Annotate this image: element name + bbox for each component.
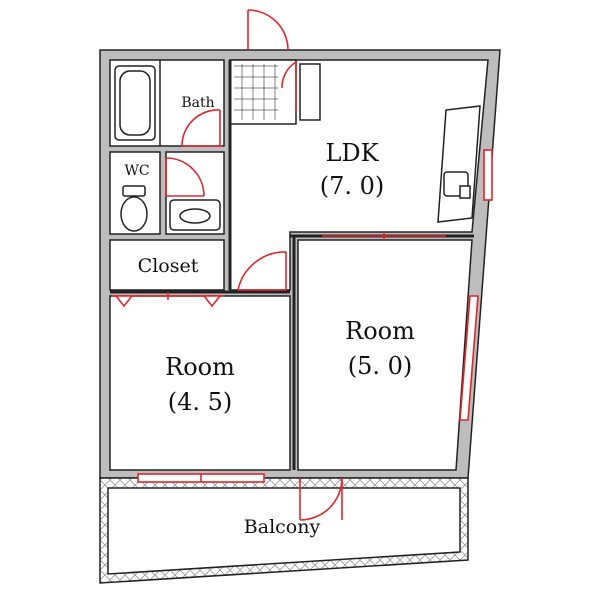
shoe-cabinet xyxy=(299,63,321,121)
window-room-right xyxy=(459,295,479,421)
toilet-bowl xyxy=(120,196,148,232)
room-right-size: (5. 0) xyxy=(348,352,413,380)
balcony-door xyxy=(299,477,343,521)
closet-room xyxy=(109,239,225,291)
room-right xyxy=(297,239,473,471)
room-left-door xyxy=(237,251,287,291)
entrance-tiles xyxy=(234,64,278,120)
bath-door xyxy=(181,109,222,147)
room-left-label: Room xyxy=(165,353,235,381)
ldk-size: (7. 0) xyxy=(320,172,385,200)
kitchen-faucet xyxy=(459,185,471,199)
washroom-door xyxy=(165,157,205,197)
room-right-label: Room xyxy=(345,317,415,345)
room-left xyxy=(109,295,291,471)
entrance-inner-door xyxy=(281,61,297,112)
basin-bowl xyxy=(179,208,211,224)
wc-label: WC xyxy=(124,163,149,179)
ldk-label: LDK xyxy=(325,139,379,167)
front-door xyxy=(247,9,289,51)
closet-doors xyxy=(112,292,224,308)
bath-label: Bath xyxy=(181,95,214,111)
closet-label: Closet xyxy=(138,255,199,277)
balcony-label: Balcony xyxy=(244,516,321,538)
kitchen-counter xyxy=(437,105,481,223)
toilet-tank xyxy=(122,185,146,197)
bathtub-inner xyxy=(119,70,151,136)
room-left-size: (4. 5) xyxy=(168,388,233,416)
window-kitchen xyxy=(483,149,493,201)
